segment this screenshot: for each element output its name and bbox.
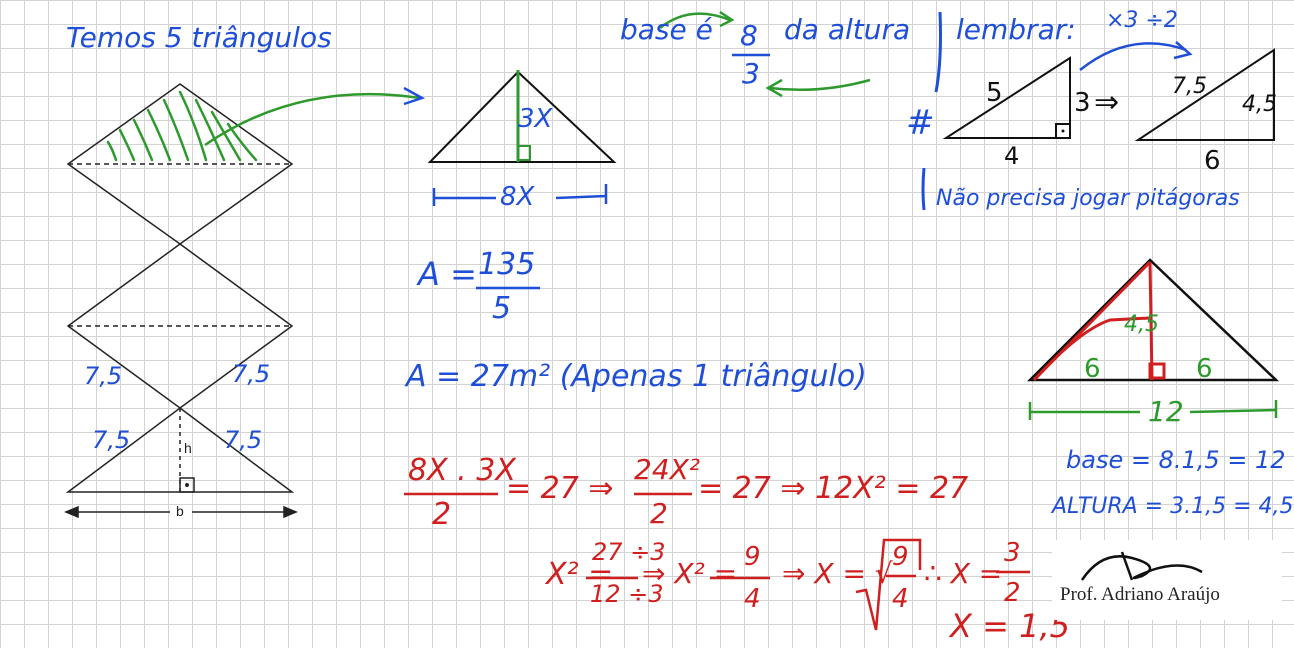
eq3-numerator: 27 ÷3 [592,538,666,566]
t1-hypotenuse: 5 [986,78,1003,108]
side-label-lower-left: 7,5 [92,426,131,454]
scale-ops: ×3 ÷2 [1106,8,1178,33]
base-fraction-numerator: 8 [740,19,758,52]
side-label-upper-right: 7,5 [232,360,271,388]
no-pythagoras-note: Não precisa jogar pitágoras [936,186,1240,211]
side-label-upper-left: 7,5 [84,362,123,390]
height-label: h [184,440,192,456]
small-triangle [427,70,617,163]
eq3-numerator-2: 9 [744,542,761,572]
eq1-numerator: 8X . 3X [408,453,516,488]
height-calc: ALTURA = 3.1,5 = 4,5 [1052,494,1294,519]
eq3-lhs: X² = [546,557,614,592]
green-hatching [106,90,258,162]
eq3-mid: ⇒ X² = [642,557,738,590]
final-triangle-height: 4,5 [1124,312,1159,337]
green-arrow [204,92,421,147]
t2-base: 6 [1204,146,1221,176]
stacked-shapes-figure [64,83,298,519]
signature-block: Prof. Adriano Araújo [1052,540,1282,620]
right-triangle-small [942,56,1071,139]
eq3-x-numerator: 3 [1004,538,1021,568]
eq3-final: X = 1,5 [950,607,1070,645]
eq1-mid: = 27 ⇒ [506,471,614,506]
small-triangle-base-label: 8X [500,182,535,212]
final-triangle-half-right: 6 [1196,354,1213,384]
side-label-lower-right: 7,5 [224,426,263,454]
area-denominator: 5 [492,291,512,326]
eq1-denominator: 2 [432,497,452,532]
eq3-therefore: ∴ X = [924,557,1003,590]
t1-base: 4 [1004,142,1020,170]
eq2-numerator: 24X² [634,453,701,486]
base-calc: base = 8.1,5 = 12 [1066,446,1286,474]
eq3-denominator-2: 4 [744,584,761,614]
hash-mark: # [906,103,935,143]
eq3-sqrt-lhs: ⇒ X = √ [782,557,893,590]
eq3-root-numerator: 9 [892,542,909,572]
eq2-denominator: 2 [650,497,668,530]
eq3-x-denominator: 2 [1004,578,1021,608]
area-numerator: 135 [478,247,536,282]
final-triangle-base-total: 12 [1148,395,1184,428]
eq3-denominator: 12 ÷3 [590,580,664,608]
signature-mark [1080,551,1203,581]
area-result: A = 27m² (Apenas 1 triângulo) [406,359,867,394]
eq2-end: = 27 ⇒ 12X² = 27 [698,471,969,506]
remember-note: lembrar: [956,13,1076,46]
base-fraction-denominator: 3 [742,57,760,90]
small-triangle-height-label: 3X [518,104,553,134]
final-triangle-half-left: 6 [1084,354,1101,384]
base-label: b [176,503,184,519]
eq3-root-denominator: 4 [892,584,909,614]
final-triangle [1026,258,1280,382]
right-angle-marker [179,477,195,493]
t2-hypotenuse: 7,5 [1172,74,1207,99]
base-note-end: da altura [784,13,911,46]
t1-leg: 3 [1074,88,1091,118]
base-note: base é [620,13,713,46]
signature-name: Prof. Adriano Araújo [1060,584,1220,605]
right-triangle-large [1134,48,1275,141]
title-note: Temos 5 triângulos [66,21,332,54]
implication-arrow: ⇒ [1094,85,1120,120]
area-lhs: A = [418,255,477,293]
t2-leg: 4,5 [1242,92,1277,117]
